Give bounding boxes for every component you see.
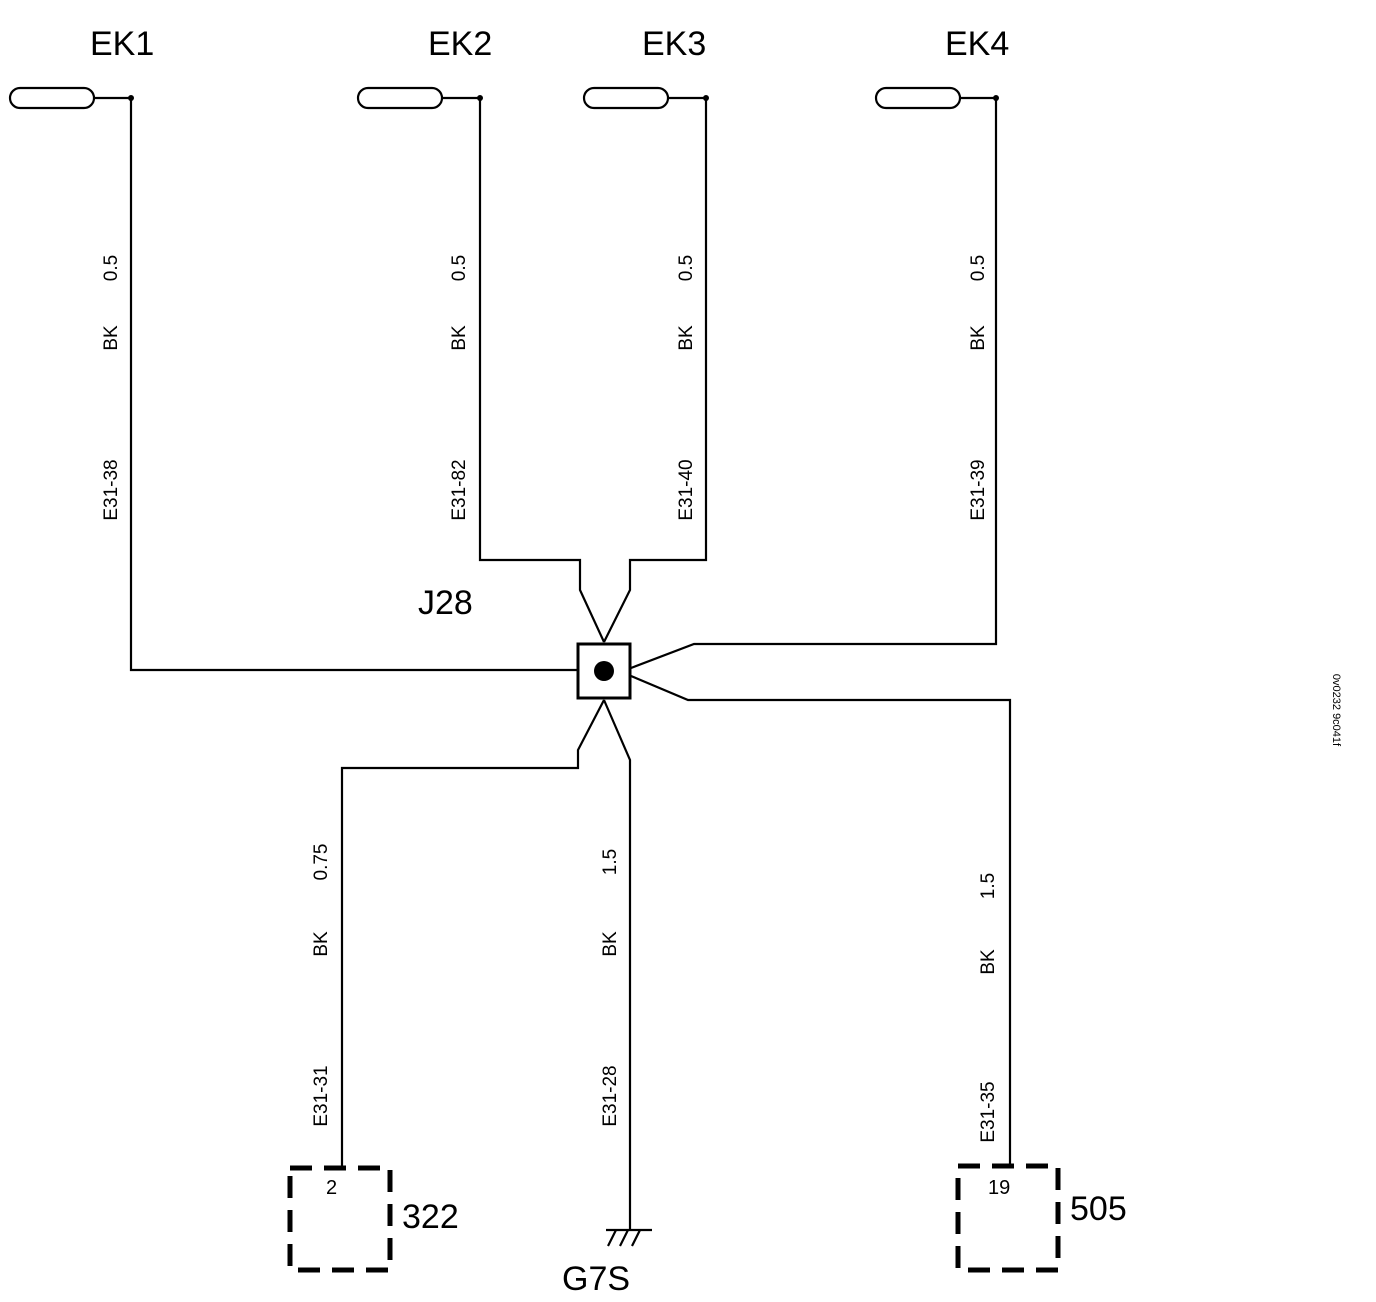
wire-size-g7s: 1.5: [600, 849, 621, 875]
wire-color-g7s: BK: [600, 931, 621, 957]
splice-ek2-icon: [356, 86, 483, 110]
figure-id: 0v0232 9c041f: [1330, 674, 1342, 747]
ground-label: G7S: [562, 1260, 630, 1298]
splice-ek2-label: EK2: [428, 25, 492, 63]
splice-ek4-label: EK4: [945, 25, 1009, 63]
connector-505-label: 505: [1070, 1190, 1127, 1228]
wire-code-ek4: E31-39: [968, 459, 989, 520]
wire-size-ek1: 0.5: [101, 255, 122, 281]
wire-color-ek2: BK: [449, 325, 470, 351]
wire-c505: [630, 674, 1012, 1166]
wire-code-ek1: E31-38: [101, 459, 122, 520]
wire-size-c505: 1.5: [978, 873, 999, 899]
junction-j28-label: J28: [418, 584, 473, 622]
wire-size-ek2: 0.5: [449, 255, 470, 281]
wire-c322: [340, 699, 605, 1166]
splice-ek3-icon: [582, 86, 709, 110]
connector-505-pin: 19: [988, 1177, 1010, 1199]
wire-color-ek4: BK: [968, 325, 989, 351]
connector-322-icon: [287, 1165, 393, 1273]
wire-color-c505: BK: [978, 949, 999, 975]
connector-505-icon: [955, 1163, 1061, 1273]
wire-code-c322: E31-31: [311, 1065, 332, 1126]
wire-color-ek1: BK: [101, 325, 122, 351]
wire-ek4: [630, 98, 998, 670]
wire-code-g7s: E31-28: [600, 1065, 621, 1126]
splice-ek4-icon: [874, 86, 999, 110]
ground-icon: [606, 1228, 652, 1247]
connector-322-pin: 2: [326, 1177, 337, 1199]
wire-size-ek3: 0.5: [676, 255, 697, 281]
wire-code-ek3: E31-40: [676, 459, 697, 520]
splice-ek1-icon: [8, 86, 134, 110]
wire-ek1: [129, 98, 578, 672]
connector-322-label: 322: [402, 1198, 459, 1236]
wire-ek3: [603, 98, 708, 643]
wire-ek2: [478, 98, 605, 643]
wire-g7s: [602, 699, 632, 1230]
wire-size-ek4: 0.5: [968, 255, 989, 281]
wire-code-ek2: E31-82: [449, 459, 470, 520]
wire-color-c322: BK: [311, 931, 332, 957]
wire-size-c322: 0.75: [311, 844, 332, 881]
wire-color-ek3: BK: [676, 325, 697, 351]
splice-ek1-label: EK1: [90, 25, 154, 63]
wire-code-c505: E31-35: [978, 1081, 999, 1142]
junction-j28: [576, 642, 632, 700]
splice-ek3-label: EK3: [642, 25, 706, 63]
